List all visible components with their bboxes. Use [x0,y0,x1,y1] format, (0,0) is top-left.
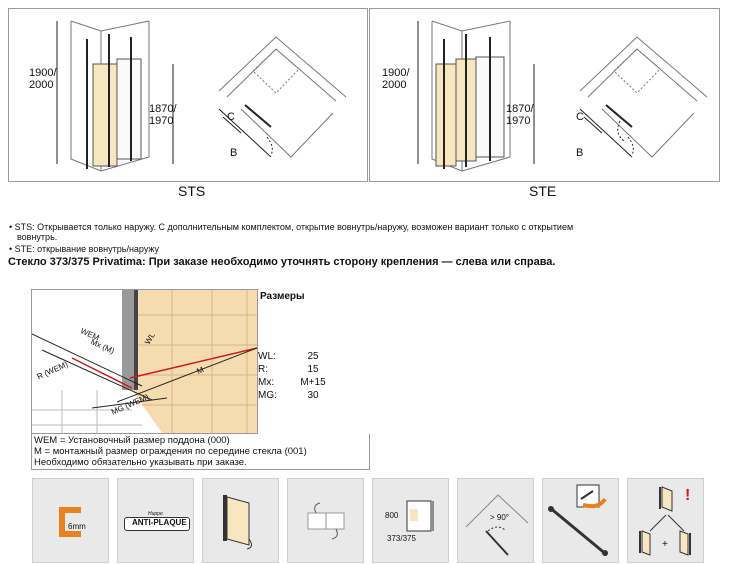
anti-plaque-badge [124,517,190,531]
angle-label: > 90° [490,513,509,522]
dimensions-panel: Размеры WL: 25 R: 15 Mx: M+15 MG: 30 [258,291,326,401]
ste-height-glass: 1870/ 1970 [506,103,534,127]
anti-plaque-top: Huppe [148,511,163,517]
sts-label-b: B [230,147,238,159]
sts-label-c: C [227,111,235,123]
legend-line-3: Необходимо обязательно указывать при зак… [34,457,247,468]
icon-angle: > 90° [457,478,534,563]
caption-ste: STE [529,183,557,199]
icon-glass-thickness: 6mm [32,478,109,563]
panel-ste: 1900/ 2000 1870/ 1970 C B [369,8,720,182]
height-value: 800 [385,511,399,520]
icon-door-panel [202,478,279,563]
anti-plaque-label: ANTI-PLAQUE [132,518,187,527]
installation-diagram: WEM Mx (M) R (WEM) M MG (WEM) WL [31,289,258,434]
sts-height-total: 1900/ 2000 [29,67,57,91]
plus-sign: + [662,539,668,550]
icon-reversible: + ! [627,478,704,563]
legend-line-1: WEM = Установочный размер поддона (000) [34,435,230,446]
dimensions-title: Размеры [260,291,305,302]
legend-line-2: M = монтажный размер ограждения по серед… [34,446,307,457]
note-line-1: • STS: Открывается только наружу. С допо… [9,222,574,232]
icon-stabilizer [542,478,619,563]
sts-drawing [56,20,347,172]
icon-glass-373: 800 373/375 [372,478,449,563]
sts-height-glass: 1870/ 1970 [149,103,177,127]
ste-height-total: 1900/ 2000 [382,67,410,91]
ste-label-c: C [576,111,584,123]
note-bold: Стекло 373/375 Privatima: При заказе нео… [8,256,556,268]
glass-code: 373/375 [387,534,416,543]
ste-label-b: B [576,147,584,159]
caption-sts: STS [178,183,206,199]
note-line-2: вовнутрь. [17,232,58,242]
legend-box: WEM = Установочный размер поддона (000) … [31,434,370,470]
icon-sliding-glass [287,478,364,563]
panel-sts: 1900/ 2000 1870/ 1970 C B [8,8,368,182]
note-line-3: • STE: открывание вовнутрь/наружу [9,244,160,254]
glass-thickness-label: 6mm [68,522,86,531]
ste-drawing [417,20,708,172]
exclamation-icon: ! [685,487,691,504]
icon-anti-plaque: Huppe ANTI-PLAQUE [117,478,194,563]
